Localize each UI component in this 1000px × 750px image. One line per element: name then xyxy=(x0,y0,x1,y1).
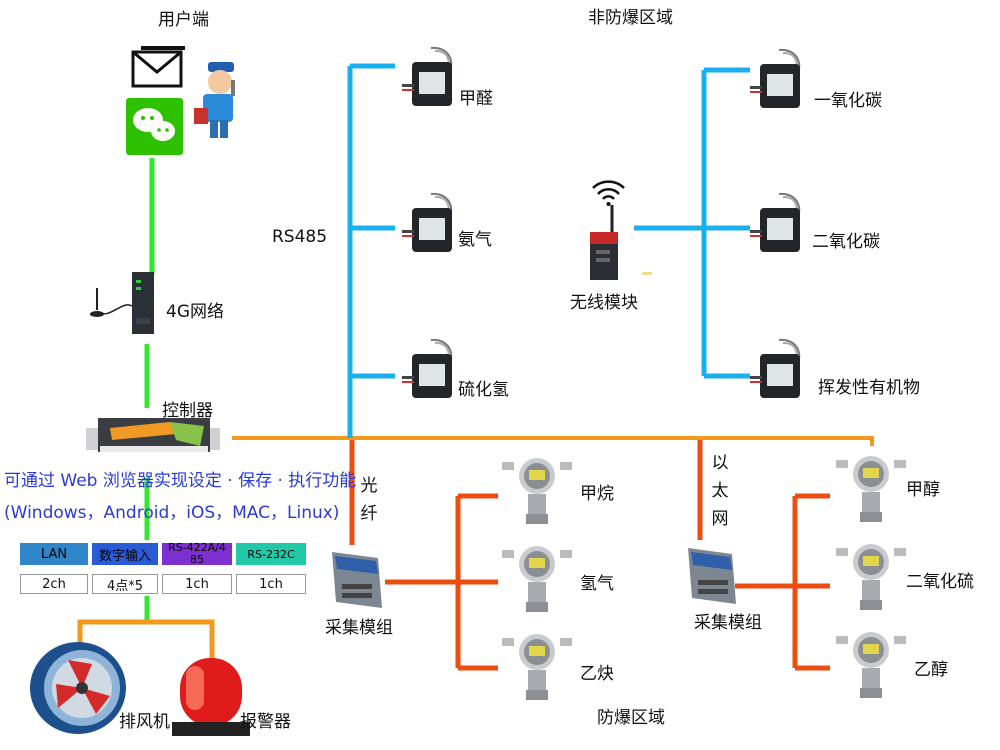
wireless-sensor-label-1: 一氧化碳 xyxy=(814,91,882,111)
acq-module-2-icon xyxy=(688,548,736,604)
port-rs422: RS-422A/485 xyxy=(162,542,232,566)
ethernet-sensor-label-3: 乙醇 xyxy=(914,660,948,680)
fiber-detector-2 xyxy=(502,546,572,612)
alarm-label: 报警器 xyxy=(240,712,291,732)
rs485-sensor-1 xyxy=(402,46,453,106)
web-os-note: (Windows，Android，iOS，MAC，Linux) xyxy=(4,503,340,523)
rs485-sensor-label-2: 氨气 xyxy=(458,230,492,250)
ethernet-detector-1 xyxy=(836,456,906,522)
user-end-label: 用户端 xyxy=(158,10,209,30)
output-bus xyxy=(77,619,215,662)
port-lan-count: 2ch xyxy=(20,574,88,594)
wireless-sensor-label-3: 挥发性有机物 xyxy=(818,378,920,398)
acq-module-2-label: 采集模组 xyxy=(694,613,762,633)
fiber-sensor-label-2: 氢气 xyxy=(580,574,614,594)
alarm-icon xyxy=(172,658,250,736)
acq-module-1-icon xyxy=(332,552,382,608)
fiber-sensor-label-1: 甲烷 xyxy=(580,484,614,504)
rs485-label: RS485 xyxy=(272,227,328,247)
wireless-module-label: 无线模块 xyxy=(570,293,638,313)
fiber-label: 光纤 xyxy=(360,476,378,524)
ethernet-detector-3 xyxy=(836,632,906,698)
rs485-sensor-label-1: 甲醛 xyxy=(459,89,493,109)
ethernet-label: 以太网 xyxy=(711,453,729,529)
port-rs422-count: 1ch xyxy=(162,574,232,594)
port-rs232-count: 1ch xyxy=(236,574,306,594)
port-digital-input-count: 4点*5 xyxy=(92,574,158,594)
acq-module-1-label: 采集模组 xyxy=(325,618,393,638)
fiber-detector-1 xyxy=(502,458,572,524)
wireless-sensor-2 xyxy=(750,192,801,252)
rs485-sensor-2 xyxy=(402,192,453,252)
4g-router-icon xyxy=(90,272,154,334)
ethernet-sensor-label-1: 甲醇 xyxy=(906,480,940,500)
controller-label: 控制器 xyxy=(162,401,213,421)
port-lan: LAN xyxy=(20,543,88,565)
fiber-detector-3 xyxy=(502,634,572,700)
explosion-zone-label: 防爆区域 xyxy=(597,708,665,728)
rs485-sensor-label-3: 硫化氢 xyxy=(458,380,509,400)
wechat-icon xyxy=(126,98,183,155)
port-digital-input: 数字输入 xyxy=(92,543,158,565)
exhaust-fan-icon xyxy=(30,642,126,734)
network-4g-label: 4G网络 xyxy=(166,302,224,322)
ethernet-sensor-label-2: 二氧化硫 xyxy=(906,572,974,592)
email-icon xyxy=(131,46,185,88)
wireless-sensor-3 xyxy=(750,338,801,398)
wireless-sensor-1 xyxy=(750,48,801,108)
ethernet-detector-2 xyxy=(836,544,906,610)
rs485-sensor-3 xyxy=(402,338,453,398)
non-explosion-zone-label: 非防爆区域 xyxy=(588,8,673,28)
technician-icon xyxy=(194,62,235,138)
web-feature-note: 可通过 Web 浏览器实现设定 · 保存 · 执行功能 xyxy=(4,471,357,491)
controller-icon xyxy=(86,418,220,452)
exhaust-fan-label: 排风机 xyxy=(119,712,170,732)
wireless-sensor-label-2: 二氧化碳 xyxy=(812,232,880,252)
port-rs232: RS-232C xyxy=(236,543,306,565)
fiber-sensor-label-3: 乙炔 xyxy=(580,664,614,684)
wireless-module-icon xyxy=(590,180,652,280)
